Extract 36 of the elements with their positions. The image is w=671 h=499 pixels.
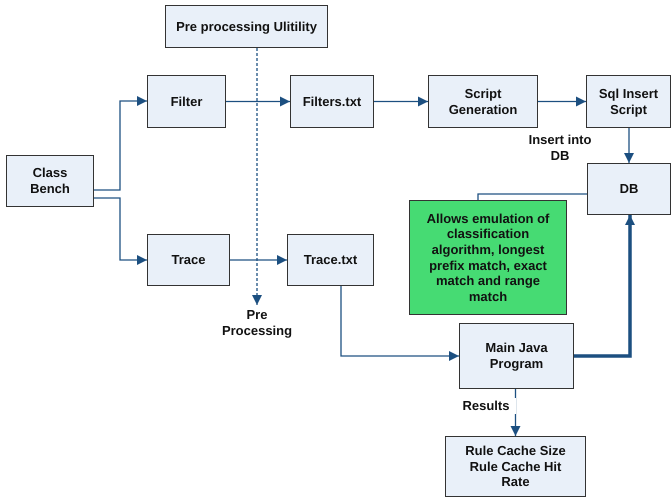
process-box [587,163,671,215]
box-label: Class Bench [29,165,71,197]
leader-line [477,193,587,200]
box-label: Main Java Program [484,340,549,372]
process-box [147,75,226,128]
arrow [574,215,635,358]
arrow [94,197,147,265]
box-label: Rule Cache Size Rule Cache Hit Rate [464,443,567,490]
box-label: Filters.txt [302,94,362,110]
arrow [226,96,290,106]
process-box [586,75,671,128]
callout-note [409,200,567,315]
box-label: Pre processing Ulitility [176,18,317,34]
arrow [94,96,147,191]
note-text: Allows emulation of classification algorithm, longest prefix match, exact match and range match [426,210,550,304]
process-box [6,155,94,207]
arrow [624,128,634,163]
box-label: Trace [172,252,206,268]
box-label: DB [620,181,638,197]
box-label: Trace.txt [304,252,358,268]
arrow [340,286,459,361]
arrow [538,96,586,106]
box-label: Sql Insert Script [598,86,660,118]
box-label: Filter [170,94,202,110]
process-box [428,75,538,128]
arrow [230,255,287,265]
process-box [290,75,374,128]
process-box [147,234,230,286]
process-box [459,323,574,389]
box-label: Script Generation [448,86,518,118]
node-label: Pre Processing [220,307,294,339]
process-box [287,234,374,286]
process-box [445,436,586,497]
arrow [252,48,262,305]
process-box [165,5,328,48]
arrow [374,96,428,106]
